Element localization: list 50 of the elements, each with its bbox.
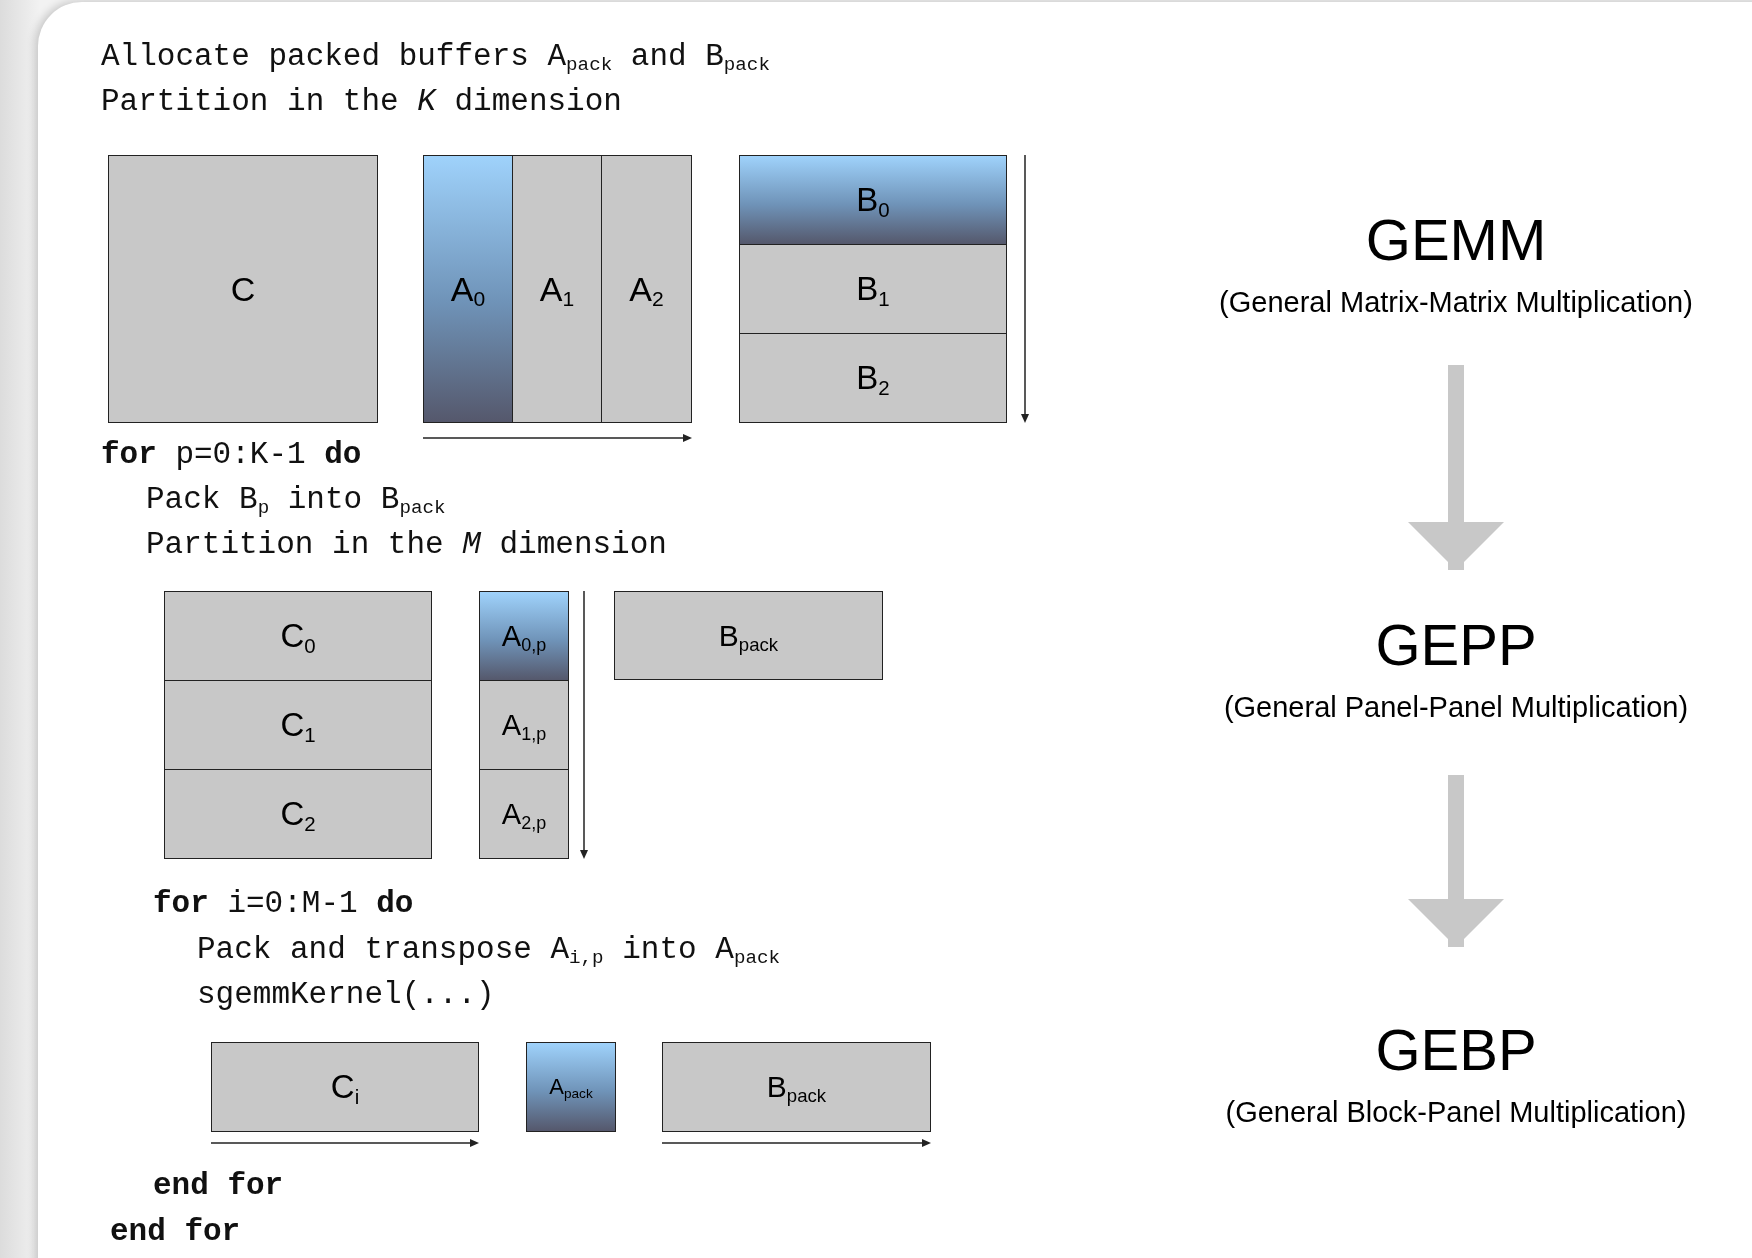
matrix-block [662,1042,931,1132]
matrix-label: A$_{1}$ [539,269,575,309]
code-line: Partition in the K dimension [101,83,622,121]
matrix-block [601,155,692,423]
highlighted-matrix-block [739,155,1007,245]
matrix-block [512,155,602,423]
code-line: Pack and transpose A$_{i,p}$ into A$_{pack}$ [197,931,780,970]
code-line: Pack B$_{p}$ into B$_{pack}$ [146,481,446,520]
code-line: Partition in the M dimension [146,526,667,564]
highlighted-matrix-block [423,155,513,423]
matrix-block [164,769,432,859]
matrix-label: B$_{pack}$ [766,1070,827,1104]
level-title: GEBP [1375,1016,1537,1084]
level-description: (General Panel-Panel Multiplication) [1223,690,1689,725]
matrix-block [108,155,378,423]
code-line: end for [110,1213,241,1251]
code-line: sgemmKernel(...) [197,976,495,1014]
matrix-label: C$_{0}$ [280,617,316,655]
matrix-label: A$_{1,p}$ [501,708,547,742]
code-line: Allocate packed buffers A$_{pack}$ and B$_{pack}$ [101,38,770,77]
code-line: end for [153,1167,284,1205]
matrix-label: B$_{1}$ [856,270,890,308]
matrix-block [164,591,432,681]
matrix-block [614,591,883,680]
matrix-label: A$_{2}$ [629,269,664,309]
matrix-label: C [230,269,256,309]
level-title: GEPP [1375,611,1537,679]
level-description: (General Block-Panel Multiplication) [1225,1095,1687,1130]
matrix-block [739,333,1007,423]
highlighted-matrix-block [526,1042,616,1132]
matrix-label: B$_{pack}$ [718,618,779,653]
matrix-block [739,244,1007,334]
matrix-label: A$_{0}$ [450,269,486,309]
level-title: GEMM [1365,206,1547,274]
matrix-block [164,680,432,770]
level-description: (General Matrix-Matrix Multiplication) [1219,285,1693,320]
matrix-label: B$_{2}$ [856,359,890,397]
matrix-label: C$_{2}$ [280,795,316,833]
matrix-label: C$_{1}$ [280,706,316,744]
matrix-block [211,1042,479,1132]
matrix-label: C$_{i}$ [330,1068,360,1106]
code-line: for p=0:K-1 do [101,436,362,474]
matrix-label: B$_{0}$ [856,181,890,219]
matrix-block [479,680,569,770]
matrix-label: A$_{2,p}$ [501,797,547,831]
matrix-block [479,769,569,859]
matrix-label: A$_{pack}$ [549,1074,593,1100]
highlighted-matrix-block [479,591,569,681]
matrix-label: A$_{0,p}$ [501,619,547,653]
code-line: for i=0:M-1 do [153,885,414,923]
